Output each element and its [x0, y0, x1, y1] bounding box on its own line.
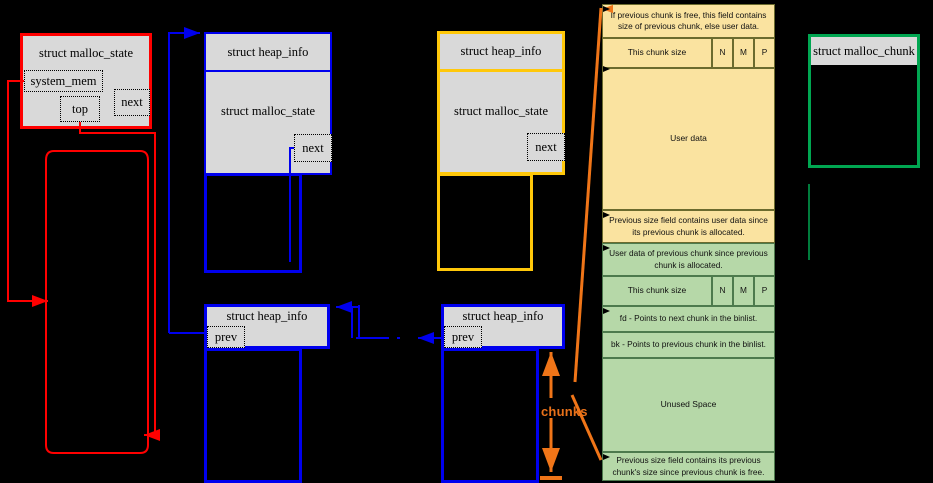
heap-4-header-label: struct heap_info: [444, 307, 562, 325]
main-arena-title: struct malloc_state: [38, 45, 134, 60]
field-top: top: [60, 96, 100, 122]
chunk-row-size-2: This chunk size: [602, 276, 712, 306]
chunk-row-size-1-flag-p: P: [754, 38, 775, 68]
chunk-row-size-1-flag-m: M: [733, 38, 754, 68]
blue-next-pointer-heap1-to-heap4: [289, 147, 389, 339]
chunk-row-size-2-flag-m: M: [733, 276, 754, 306]
heap-2-field-next: next: [527, 133, 565, 161]
heap-4-region: [441, 348, 539, 483]
orange-chunks-bracket: [540, 352, 562, 480]
heap-2-body-title: struct malloc_state: [440, 100, 562, 122]
heap-1-field-next: next: [294, 134, 332, 162]
heap-3-header-label: struct heap_info: [207, 307, 327, 325]
field-next-main: next: [114, 89, 150, 116]
chunk-row-size-2-flag-p: P: [754, 276, 775, 306]
chunk-row-prev-size-2: Previous size field contains user data s…: [602, 210, 775, 243]
heap-4-field-prev: prev: [444, 326, 482, 348]
chunk-row-fd: fd - Points to next chunk in the binlist…: [602, 306, 775, 332]
malloc-chunk-title: struct malloc_chunk: [811, 37, 917, 65]
field-system-mem: system_mem: [24, 70, 103, 92]
chunk-row-prev-size-3: Previous size field contains its previou…: [602, 452, 775, 481]
chunk-row-prev-size-alloc-1: If previous chunk is free, this field co…: [602, 4, 775, 38]
chunk-row-user-data-1: User data: [602, 68, 775, 210]
heap-3-region: [204, 348, 302, 483]
blue-next-pointer-heap1: [168, 27, 204, 334]
blue-prev-pointer-chain: [336, 301, 441, 344]
chunk-row-size-1: This chunk size: [602, 38, 712, 68]
chunks-label: chunks: [541, 404, 588, 419]
chunk-row-markers: [603, 6, 610, 460]
chunk-row-size-2-flag-n: N: [712, 276, 733, 306]
orange-chunk-callout-lines: [570, 7, 603, 461]
red-top-pointer-path: [7, 80, 160, 454]
chunk-row-bk: bk - Points to previous chunk in the bin…: [602, 332, 775, 358]
heap-2-header-label: struct heap_info: [440, 34, 562, 69]
chunk-row-unused: Unused Space: [602, 358, 775, 452]
chunk-row-size-1-flag-n: N: [712, 38, 733, 68]
heap-1-region: [204, 173, 302, 273]
heap-2-region: [437, 173, 533, 271]
heap-1-header-label: struct heap_info: [206, 34, 330, 70]
heap-1-body-title: struct malloc_state: [206, 100, 330, 122]
chunk-row-user-data-prev: User data of previous chunk since previo…: [602, 243, 775, 276]
heap-3-field-prev: prev: [207, 326, 245, 348]
